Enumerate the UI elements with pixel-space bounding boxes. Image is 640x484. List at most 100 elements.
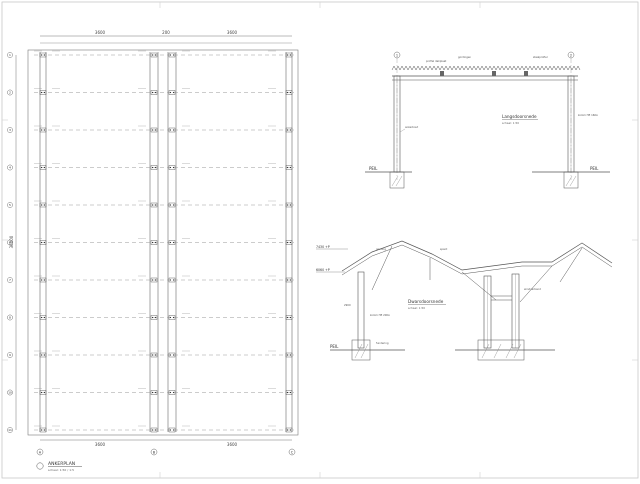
- anchor-bolt: [151, 429, 154, 431]
- anchor-bolt: [151, 279, 154, 281]
- cross-note-2: spant: [440, 247, 447, 251]
- anchor-plate: [168, 202, 176, 208]
- anchor-plate: [285, 240, 293, 245]
- anchor-bolt: [40, 91, 43, 94]
- anchor-bolt: [154, 204, 157, 206]
- anchor-plate: [150, 352, 158, 358]
- row-grid-label: 1: [9, 53, 11, 57]
- anchor-bolt: [289, 429, 292, 431]
- row-grid-bubble: [7, 389, 13, 396]
- row-grid-label: 7: [9, 278, 11, 282]
- long-purlin-2: [492, 71, 496, 76]
- cross-roof-bottom: [341, 244, 613, 276]
- anchor-plate: [150, 52, 158, 58]
- long-note-5: ankerbout: [405, 125, 418, 129]
- anchor-plate: [150, 315, 158, 320]
- anchor-plate: [39, 202, 47, 208]
- long-grid-label-1: 1: [396, 54, 398, 58]
- anchor-bolt: [43, 241, 46, 244]
- anchor-bolt: [154, 429, 157, 431]
- anchor-bolt: [169, 391, 172, 394]
- anchor-bolt: [289, 316, 292, 319]
- anchor-bolt: [43, 129, 46, 131]
- cross-note-3: kolom HE 200A: [370, 313, 390, 317]
- cross-section: 7430 +P 6060 +P 2900 PEIL gording spant …: [316, 240, 613, 361]
- long-note-4: kolom HE 160A: [578, 113, 598, 117]
- cross-ground-hatch: [354, 343, 522, 359]
- top-dim-left: 3600: [95, 30, 106, 35]
- anchor-bolt: [43, 91, 46, 94]
- anchor-bolt: [169, 241, 172, 244]
- long-note-1: profiel dakplaat: [426, 59, 446, 63]
- anchor-bolt: [286, 166, 289, 169]
- anchor-bolt: [43, 429, 46, 431]
- grid-bubble-B: [150, 448, 158, 456]
- anchor-bolt: [286, 429, 289, 431]
- long-leader-5: [399, 128, 406, 133]
- long-note-3: staalprofiel: [533, 55, 548, 59]
- anchor-bolt: [43, 54, 46, 56]
- anchor-bolt: [151, 316, 154, 319]
- anchor-plate: [39, 277, 47, 283]
- anchor-bolt: [43, 166, 46, 169]
- plan-title: ANKERPLAN: [48, 461, 75, 467]
- anchor-bolt: [172, 204, 175, 206]
- anchor-bolt: [172, 391, 175, 394]
- anchor-bolt: [40, 354, 43, 356]
- anchor-plate: [285, 90, 293, 95]
- anchor-bolt: [43, 279, 46, 281]
- row-grid-label: 11: [8, 428, 12, 432]
- anchor-plate: [168, 352, 176, 358]
- row-grid-bubble: [7, 352, 13, 358]
- anchor-plate: [39, 52, 47, 58]
- anchor-bolt: [286, 354, 289, 356]
- long-ground-hatch: [391, 175, 577, 187]
- anchor-bolt: [286, 241, 289, 244]
- anchor-bolt: [40, 54, 43, 56]
- anchor-bolt: [43, 204, 46, 206]
- anchor-bolt: [172, 54, 175, 56]
- anchor-plate: [168, 52, 176, 58]
- anchor-bolt: [172, 279, 175, 281]
- anchor-bolt: [154, 391, 157, 394]
- plan-bottom-bubbles: A B C: [36, 448, 296, 456]
- plan-title-bubble: [36, 462, 44, 470]
- anchor-bolt: [286, 391, 289, 394]
- anchor-bolt: [154, 279, 157, 281]
- row-grid-bubble: [7, 239, 13, 246]
- anchor-bolt: [40, 391, 43, 394]
- anchor-plate: [39, 352, 47, 358]
- long-peil-left: PEIL: [369, 166, 378, 171]
- row-grid-bubble: [7, 127, 13, 133]
- anchor-plate: [168, 277, 176, 283]
- anchor-plate: [285, 127, 293, 133]
- anchor-bolt: [286, 54, 289, 56]
- anchor-bolt: [289, 166, 292, 169]
- anchor-bolt: [154, 354, 157, 356]
- anchor-bolt: [172, 241, 175, 244]
- anchor-plate: [168, 315, 176, 320]
- anchor-bolt: [172, 91, 175, 94]
- row-grid-bubble: [7, 277, 13, 283]
- anchor-plate: [285, 277, 293, 283]
- anchor-bolt: [286, 279, 289, 281]
- anchor-bolt: [40, 129, 43, 131]
- anchor-bolt: [289, 391, 292, 394]
- row-grid-label: 2: [9, 91, 11, 95]
- row-grid-bubble: [7, 89, 13, 96]
- plan-column-lines: [39, 52, 293, 432]
- anchor-bolt: [151, 241, 154, 244]
- anchor-plate: [150, 277, 158, 283]
- anchor-plate: [285, 427, 293, 433]
- row-grid-bubble: [7, 314, 13, 321]
- anchor-bolt: [154, 241, 157, 244]
- row-grid-label: 3: [9, 128, 11, 132]
- anchor-plate: [150, 90, 158, 95]
- bottom-dim-left: 3600: [95, 442, 106, 447]
- anchor-bolt: [289, 354, 292, 356]
- anchor-bolt: [154, 54, 157, 56]
- anchor-plate: [285, 165, 293, 170]
- long-note-2: gordingen: [458, 55, 472, 59]
- anchor-plate: [39, 240, 47, 245]
